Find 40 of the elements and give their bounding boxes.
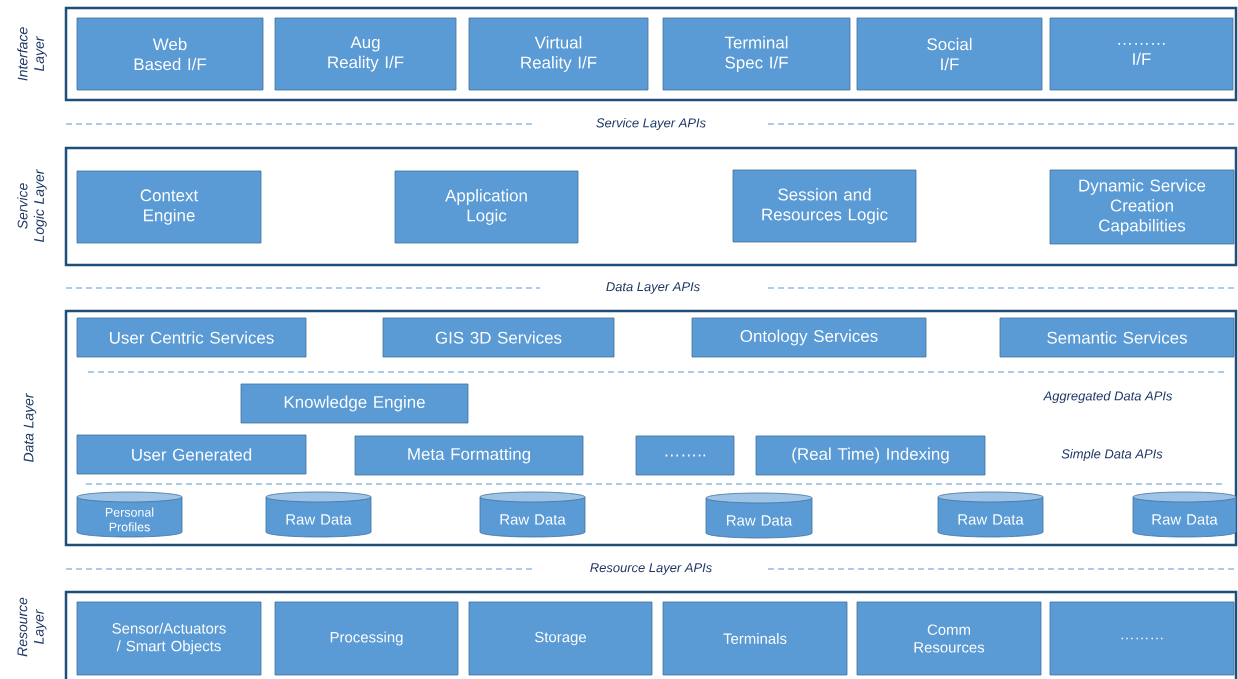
component-box: Ontology Services	[691, 317, 927, 358]
component-box: Sensor/Actuators / Smart Objects	[76, 601, 262, 676]
component-box: Knowledge Engine	[240, 383, 469, 424]
database-cylinder: Raw Data	[937, 491, 1044, 538]
component-box: GIS 3D Services	[382, 317, 615, 358]
database-cylinder: Raw Data	[1132, 491, 1237, 538]
component-box: ……… I/F	[1049, 17, 1234, 91]
api-label: Aggregated Data APIs	[1041, 388, 1175, 406]
component-box: Web Based I/F	[76, 17, 264, 91]
database-cylinder: Raw Data	[265, 491, 372, 538]
component-box: Terminals	[662, 601, 848, 676]
component-box: User Centric Services	[76, 317, 307, 358]
component-box: Session and Resources Logic	[732, 169, 917, 243]
api-label: Data Layer APIs	[603, 280, 703, 296]
component-box: Context Engine	[76, 170, 262, 244]
database-cylinder: Raw Data	[705, 492, 813, 539]
component-box: Semantic Services	[999, 317, 1235, 358]
layer-heading: Data Layer	[23, 393, 37, 463]
component-box: Dynamic Service Creation Capabilities	[1049, 169, 1235, 245]
api-label: Service Layer APIs	[593, 115, 709, 133]
component-box: Application Logic	[394, 170, 579, 244]
layer-heading: Service Logic Layer	[17, 169, 47, 242]
component-box: ……..	[635, 435, 735, 476]
database-cylinder: Raw Data	[479, 491, 586, 538]
layer-heading: Resource Layer	[17, 597, 47, 657]
component-box: User Generated	[76, 434, 307, 475]
database-cylinder: Personal Profiles	[76, 491, 183, 538]
component-box: Storage	[468, 601, 653, 676]
component-box: ………	[1049, 601, 1235, 676]
api-label: Simple Data APIs	[1059, 446, 1165, 464]
layer-heading: Interface Layer	[17, 27, 47, 81]
api-label: Resource Layer APIs	[587, 561, 715, 577]
component-box: Comm Resources	[856, 601, 1042, 676]
component-box: Processing	[274, 601, 459, 676]
component-box: Social I/F	[856, 17, 1043, 91]
component-box: (Real Time) Indexing	[755, 435, 986, 476]
component-box: Terminal Spec I/F	[662, 17, 851, 91]
component-box: Virtual Reality I/F	[468, 17, 649, 91]
component-box: Meta Formatting	[354, 435, 584, 476]
component-box: Aug Reality I/F	[274, 17, 457, 91]
